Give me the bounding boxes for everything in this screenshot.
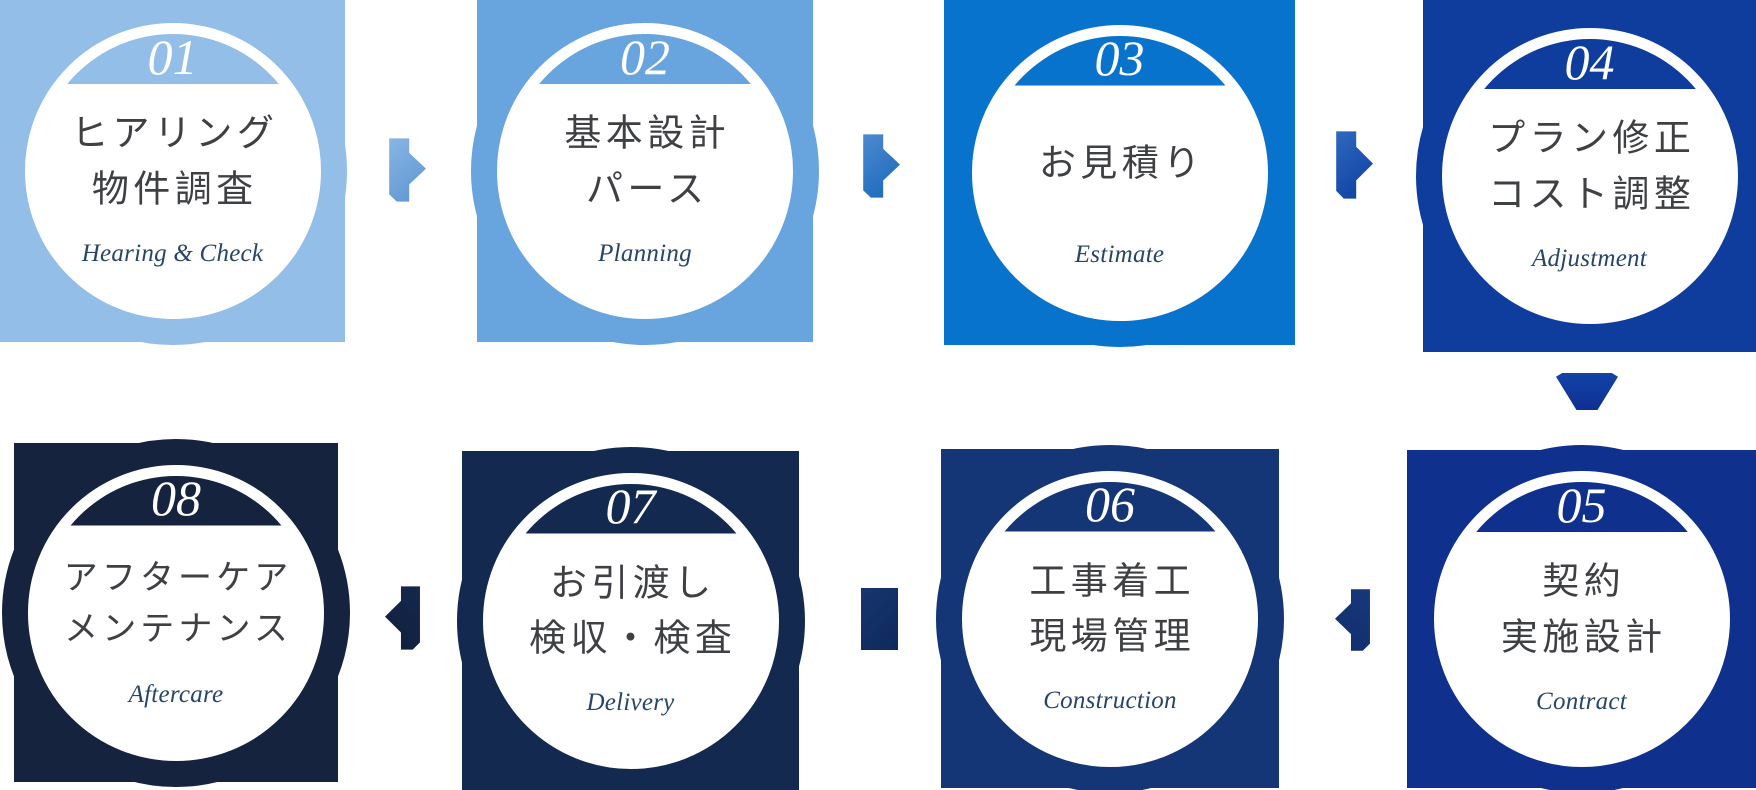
- step-label-en: Estimate: [1074, 241, 1165, 269]
- step-label-en: Aftercare: [128, 681, 224, 709]
- step-number: 04: [1564, 33, 1615, 90]
- step-title-jp-line: 契約: [1542, 561, 1626, 603]
- step-title-jp-line: ヒアリング: [71, 113, 279, 155]
- step-circle: 03 お見積り Estimate: [945, 0, 1294, 347]
- step-tile-07: 07 お引渡し検収・検査 Delivery: [456, 446, 805, 790]
- step-number: 05: [1556, 476, 1607, 533]
- step-number: 07: [605, 478, 656, 534]
- step-title-jp-line: メンテナンス: [64, 610, 292, 648]
- step-title-jp-line: アフターケア: [63, 559, 293, 597]
- step-title-jp: プラン修正コスト調整: [1442, 112, 1738, 223]
- step-circle: 04 プラン修正コスト調整 Adjustment: [1415, 2, 1756, 350]
- step-title-jp-line: お見積り: [1038, 142, 1205, 184]
- step-tile-03: 03 お見積り Estimate: [944, 0, 1295, 347]
- step-label-en: Construction: [1043, 687, 1177, 715]
- arrow-left-icon: [385, 586, 420, 650]
- step-title-jp: お見積り: [972, 136, 1268, 192]
- arrow-right-icon: [1336, 131, 1373, 199]
- arrow-down-icon: [1556, 373, 1618, 410]
- step-title-jp: アフターケアメンテナンス: [28, 553, 324, 655]
- step-title-jp-line: 物件調査: [91, 169, 258, 211]
- step-title-jp: 工事着工現場管理: [962, 554, 1258, 665]
- step-tile-02: 02 基本設計パース Planning: [471, 0, 819, 345]
- step-label-en: Hearing & Check: [81, 239, 264, 267]
- step-label-en: Contract: [1536, 687, 1627, 715]
- step-title-jp: お引渡し検収・検査: [483, 556, 779, 667]
- step-label-en: Delivery: [586, 689, 675, 717]
- step-title-jp-line: 工事着工: [1029, 561, 1196, 603]
- step-title-jp-line: 現場管理: [1029, 616, 1196, 658]
- step-circle: 06 工事着工現場管理 Construction: [936, 444, 1284, 790]
- step-title-jp-line: パース: [585, 169, 709, 211]
- step-circle: 01 ヒアリング物件調査 Hearing & Check: [0, 0, 347, 345]
- step-title-jp-line: コスト調整: [1488, 174, 1696, 216]
- step-tile-06: 06 工事着工現場管理 Construction: [936, 444, 1284, 790]
- step-number: 01: [147, 28, 198, 85]
- step-label-en: Planning: [598, 239, 692, 267]
- step-title-jp-line: 実施設計: [1500, 617, 1667, 659]
- step-title-jp-line: お引渡し: [549, 563, 716, 605]
- step-circle: 08 アフターケアメンテナンス Aftercare: [2, 438, 350, 787]
- step-circle: 02 基本設計パース Planning: [471, 0, 819, 345]
- step-number: 06: [1085, 476, 1135, 532]
- step-tile-04: 04 プラン修正コスト調整 Adjustment: [1415, 0, 1756, 352]
- step-title-jp: 基本設計パース: [497, 107, 793, 218]
- step-title-jp-line: 検収・検査: [529, 618, 737, 660]
- step-label-en: Adjustment: [1532, 244, 1647, 272]
- step-title-jp: 契約実施設計: [1434, 555, 1730, 666]
- step-tile-08: 08 アフターケアメンテナンス Aftercare: [2, 438, 350, 787]
- step-tile-05: 05 契約実施設計 Contract: [1407, 445, 1756, 790]
- connector-bar: [861, 588, 898, 650]
- step-number: 03: [1094, 30, 1145, 86]
- arrow-right-icon: [389, 138, 426, 202]
- arrow-right-icon: [863, 134, 900, 198]
- step-title-jp: ヒアリング物件調査: [25, 107, 321, 218]
- step-number: 08: [151, 470, 201, 526]
- step-number: 02: [620, 28, 670, 85]
- step-title-jp-line: 基本設計: [564, 113, 731, 155]
- arrow-left-icon: [1335, 589, 1370, 651]
- step-circle: 07 お引渡し検収・検査 Delivery: [456, 446, 805, 790]
- step-circle: 05 契約実施設計 Contract: [1407, 445, 1756, 790]
- step-title-jp-line: プラン修正: [1488, 118, 1696, 160]
- step-tile-01: 01 ヒアリング物件調査 Hearing & Check: [0, 0, 347, 345]
